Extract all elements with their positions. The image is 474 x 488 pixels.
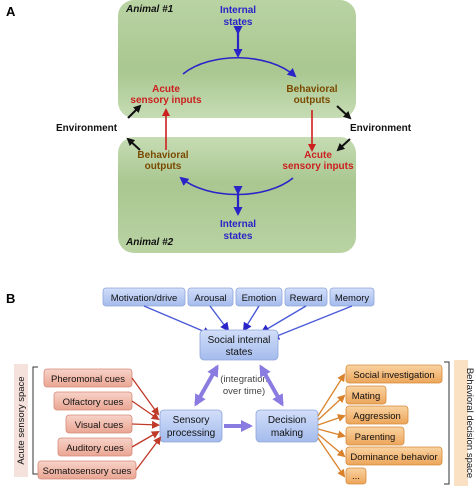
animal2-label: Animal #2 — [125, 237, 174, 248]
arrow-memory — [270, 305, 353, 340]
behavior-box-aggression — [345, 405, 409, 425]
arrow-dominance — [317, 433, 346, 458]
internal-states-top-line1: Internal — [220, 5, 256, 16]
acute-bottom-line2: sensory inputs — [282, 161, 354, 172]
social-internal-line2: states — [226, 347, 253, 358]
purple-arrow-left — [194, 364, 219, 407]
behavior-box-social-investigation — [345, 364, 443, 384]
env-to-animal1-arrow — [127, 104, 142, 119]
arrow-arousal — [209, 305, 230, 332]
behavioral-top-line1: Behavioral — [286, 84, 337, 95]
behavioral-bottom-line1: Behavioral — [137, 150, 188, 161]
internal-states-top-line2: states — [224, 17, 253, 28]
arrow-reward — [260, 305, 307, 334]
cue-arrows — [131, 377, 162, 471]
top-converge-arrows — [143, 305, 353, 340]
arrow-motivation — [143, 305, 212, 336]
animal2-to-env-arrow — [126, 137, 141, 151]
arrow-pheromonal — [131, 377, 160, 416]
arrow-social-investigation — [317, 373, 346, 417]
behavioral-bottom-line2: outputs — [145, 161, 182, 172]
arrow-aggression — [317, 414, 346, 426]
acute-sensory-space-label: Acute sensory space — [16, 376, 27, 464]
behavior-mating-label: Mating — [352, 391, 381, 402]
behavior-dominance-label: Dominance behavior — [350, 452, 437, 463]
left-label-band — [14, 364, 28, 477]
cue-boxes: Pheromonal cues Olfactory cues Visual cu… — [37, 368, 137, 480]
animal1-panel — [118, 0, 356, 118]
integration-line1: (integration — [220, 374, 268, 385]
arrow-auditory — [131, 431, 160, 448]
right-bracket — [444, 361, 450, 485]
sensory-processing-box — [159, 409, 223, 443]
behavior-box-parenting — [345, 426, 405, 446]
behavior-box-dominance — [345, 446, 443, 466]
acute-top-line1: Acute — [152, 84, 180, 95]
box-memory-label: Memory — [335, 293, 370, 304]
cue-olfactory-label: Olfactory cues — [63, 397, 124, 408]
animal1-to-env-arrow — [336, 105, 352, 120]
integration-line2: over time) — [223, 386, 265, 397]
behavior-aggression-label: Aggression — [353, 411, 401, 422]
arrow-visual — [131, 420, 160, 429]
box-motivation-label: Motivation/drive — [111, 293, 178, 304]
arrow-ellipsis — [317, 437, 346, 478]
arrow-mating — [317, 394, 346, 421]
left-bracket — [32, 366, 38, 475]
purple-arrow-right — [259, 364, 284, 407]
animal1-label: Animal #1 — [125, 4, 174, 15]
behavioral-decision-space-label: Behavioral decision space — [464, 368, 474, 478]
env-to-animal2-arrow — [336, 138, 351, 152]
box-reward-label: Reward — [290, 293, 323, 304]
social-internal-line1: Social internal — [208, 335, 271, 346]
sensory-processing-line1: Sensory — [173, 415, 210, 426]
cue-somatosensory-label: Somatosensory cues — [43, 466, 132, 477]
social-internal-states-box — [199, 329, 279, 361]
cue-pheromonal-label: Pheromonal cues — [51, 374, 125, 385]
panel-b-letter: B — [6, 291, 15, 306]
cue-visual-label: Visual cues — [75, 420, 124, 431]
internal-states-bottom-line1: Internal — [220, 219, 256, 230]
arrow-olfactory — [131, 400, 160, 421]
behavior-ellipsis-label: ... — [352, 471, 360, 482]
behavior-box-mating — [345, 385, 387, 405]
sensory-processing-line2: processing — [167, 428, 215, 439]
decision-making-line2: making — [271, 428, 303, 439]
right-label-band — [454, 360, 468, 486]
top-arc-arrow — [182, 56, 297, 78]
decision-making-box — [255, 409, 319, 443]
cue-auditory-label: Auditory cues — [66, 443, 124, 454]
arrow-emotion — [242, 305, 260, 332]
arrow-somatosensory — [135, 436, 162, 471]
behavior-boxes: Social investigation Mating Aggression P… — [345, 364, 443, 485]
environment-left: Environment — [56, 123, 118, 134]
behavior-social-investigation-label: Social investigation — [353, 370, 434, 381]
environment-right: Environment — [350, 123, 412, 134]
panel-a-letter: A — [6, 4, 16, 19]
behavioral-top-line2: outputs — [294, 95, 331, 106]
internal-states-bottom-line2: states — [224, 231, 253, 242]
decision-making-line1: Decision — [268, 415, 306, 426]
behavior-parenting-label: Parenting — [355, 432, 396, 443]
behavior-arrows — [317, 373, 346, 478]
acute-top-line2: sensory inputs — [130, 95, 202, 106]
box-emotion-label: Emotion — [242, 293, 277, 304]
box-arousal-label: Arousal — [194, 293, 226, 304]
behavior-box-ellipsis — [345, 467, 367, 485]
arrow-parenting — [317, 428, 346, 439]
acute-bottom-line1: Acute — [304, 150, 332, 161]
top-boxes: Motivation/drive Arousal Emotion Reward … — [102, 287, 375, 307]
